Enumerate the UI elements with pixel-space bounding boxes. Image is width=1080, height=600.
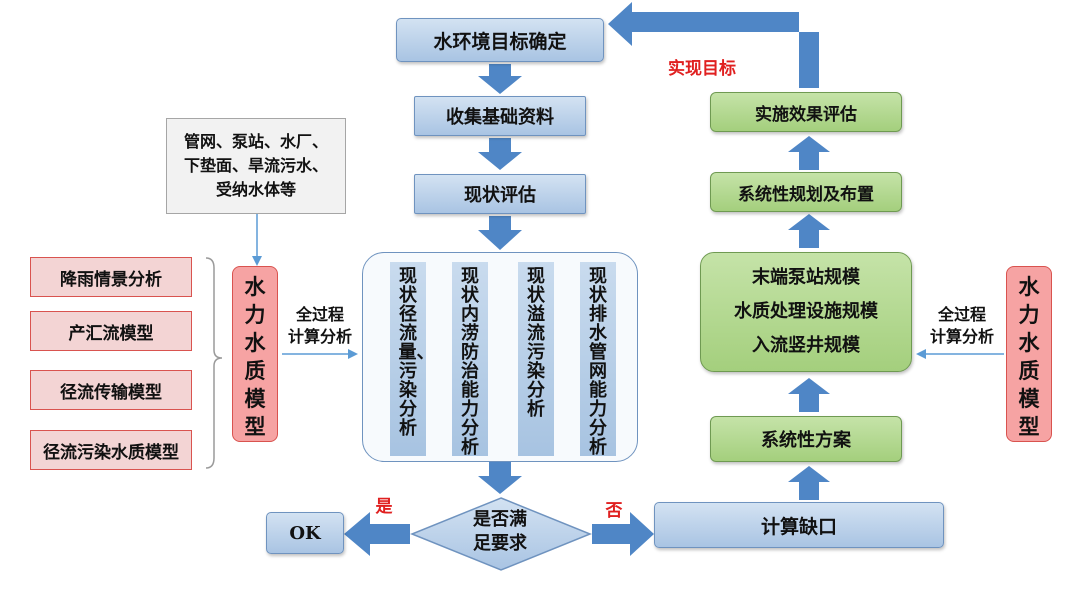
sub-model-transport: 径流传输模型 — [30, 370, 192, 410]
thin-arrows — [252, 214, 1004, 359]
flow-arrows — [344, 2, 830, 556]
decision-diamond — [410, 497, 592, 571]
sub-model-rainfall: 降雨情景分析 — [30, 257, 192, 297]
goal-box: 水环境目标确定 — [396, 18, 604, 62]
yes-label: 是 — [375, 497, 393, 517]
status-assess-box: 现状评估 — [414, 174, 586, 214]
base-data-line-2: 下垫面、旱流污水、 — [183, 156, 328, 175]
base-data-note: 管网、泵站、水厂、 下垫面、旱流污水、 受纳水体等 — [166, 118, 346, 214]
arrow-assess-to-analysis — [478, 216, 522, 250]
system-plan-box: 系统性方案 — [710, 416, 902, 462]
scale-treatment: 水质处理设施规模 — [734, 301, 878, 322]
decision-label: 是否满 足要求 — [473, 509, 527, 554]
arrow-analysis-to-decision — [478, 462, 522, 494]
calc-gap-box: 计算缺口 — [654, 502, 944, 548]
arrow-scale-to-layout — [788, 214, 830, 248]
arrow-plan-to-scale — [788, 378, 830, 412]
system-layout-box: 系统性规划及布置 — [710, 172, 902, 212]
arrow-layout-to-evaluate — [788, 136, 830, 170]
hydraulic-model-right: 水力水质模型 — [1006, 266, 1052, 442]
arrow-goal-to-collect — [478, 64, 522, 94]
arrow-decision-to-gap — [592, 512, 654, 556]
collect-data-box: 收集基础资料 — [414, 96, 586, 136]
analysis-runoff-pollution: 现状径流量、污染分析 — [390, 262, 435, 456]
calc-label-left: 全过程 计算分析 — [287, 305, 352, 346]
arrow-decision-to-ok — [344, 512, 410, 556]
scale-pump: 末端泵站规模 — [752, 267, 860, 288]
scale-shaft: 入流竖井规模 — [752, 335, 860, 356]
base-data-line-1: 管网、泵站、水厂、 — [183, 132, 328, 151]
no-label: 否 — [605, 501, 623, 521]
arrow-gap-to-plan — [788, 466, 830, 500]
sub-model-water-quality: 径流污染水质模型 — [30, 430, 192, 470]
arrow-evaluate-to-goal — [608, 2, 819, 88]
analysis-overflow-pollution: 现状溢流污染分析 — [518, 262, 554, 456]
calc-label-right: 全过程 计算分析 — [929, 305, 994, 346]
sub-model-runoff: 产汇流模型 — [30, 311, 192, 351]
achieve-goal-label: 实现目标 — [668, 59, 736, 79]
arrow-collect-to-assess — [478, 138, 522, 170]
ok-box: OK — [266, 512, 344, 554]
analysis-pipe-capacity: 现状排水管网能力分析 — [580, 262, 616, 457]
analysis-waterlogging: 现状内涝防治能力分析 — [452, 262, 488, 457]
facility-scale-box: 末端泵站规模 水质处理设施规模 入流竖井规模 — [700, 252, 912, 372]
hydraulic-model-left: 水力水质模型 — [232, 266, 278, 442]
base-data-line-3: 受纳水体等 — [215, 180, 296, 199]
evaluation-box: 实施效果评估 — [710, 92, 902, 132]
sub-model-brace — [205, 257, 223, 469]
